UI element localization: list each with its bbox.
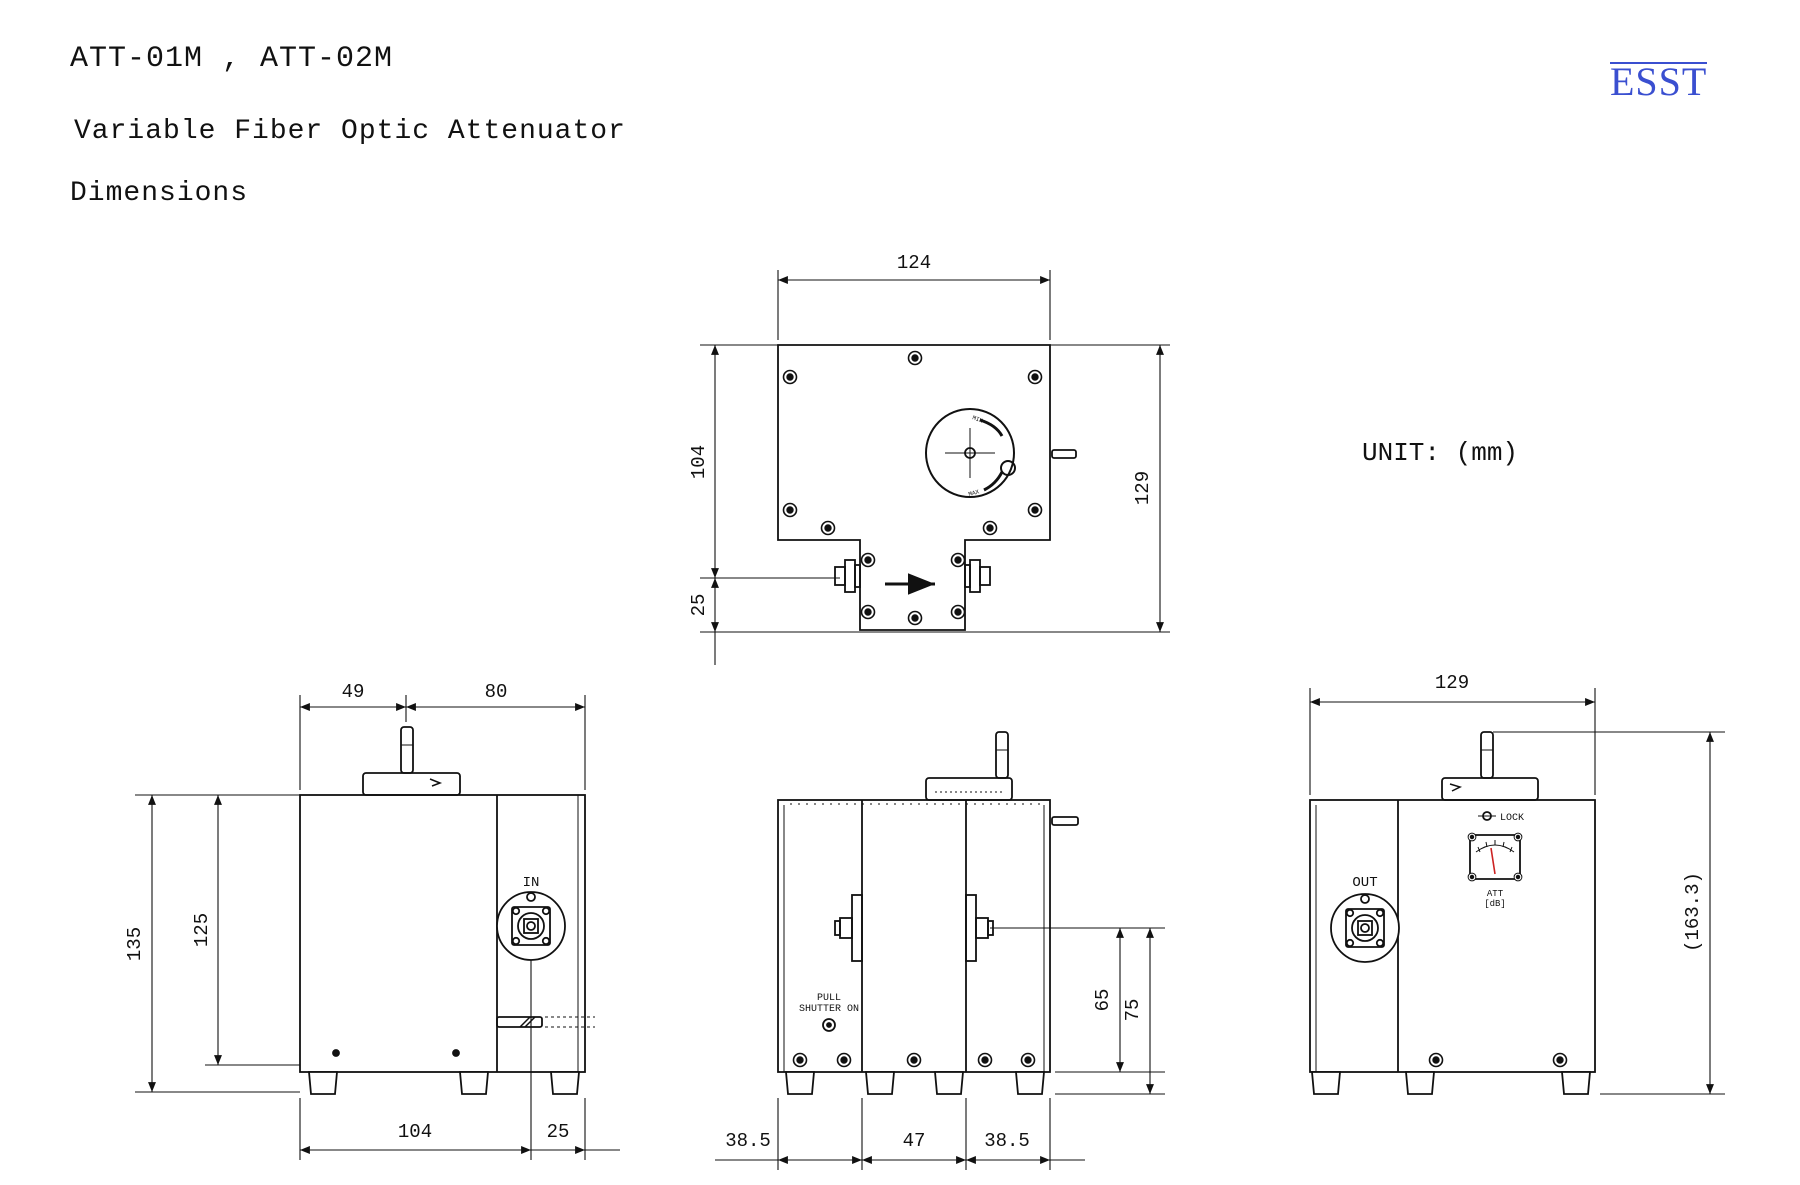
- output-connector-top: [964, 559, 991, 593]
- dim-front-w-mid: 47: [903, 1130, 926, 1152]
- dim-left-seg-b: 80: [485, 681, 508, 703]
- front-view-body: [777, 799, 1051, 1073]
- dial-mark-max: MAX: [968, 488, 981, 498]
- dim-left-height-body: 125: [191, 913, 213, 947]
- dim-top-tab-depth: 25: [688, 594, 710, 617]
- lock-label: LOCK: [1500, 813, 1524, 824]
- dim-front-h2: 75: [1122, 999, 1144, 1022]
- in-port-label: IN: [523, 875, 540, 891]
- left-view-lock-handle: [496, 1016, 595, 1028]
- meter-label-line2: [dB]: [1484, 899, 1506, 909]
- top-view-outline: [777, 344, 1051, 631]
- dim-left-base-a: 104: [398, 1121, 432, 1143]
- unit-label: UNIT: (mm): [1362, 438, 1519, 468]
- left-view: [135, 695, 620, 1160]
- dim-top-body-depth: 104: [688, 445, 710, 479]
- dim-front-h1: 65: [1092, 989, 1114, 1012]
- attenuation-dial: MIN MAX: [925, 408, 1016, 498]
- dim-left-base-b: 25: [547, 1121, 570, 1143]
- right-view: [1309, 688, 1725, 1095]
- front-view-knob-base: [925, 777, 1013, 801]
- lock-handle: [1051, 449, 1077, 459]
- page-subtitle: Variable Fiber Optic Attenuator: [74, 116, 626, 147]
- dim-top-width: 124: [897, 252, 931, 274]
- input-connector-top: [834, 559, 861, 593]
- left-view-shaft: [400, 726, 414, 774]
- dim-front-w-right: 38.5: [984, 1130, 1030, 1152]
- section-title: Dimensions: [70, 178, 249, 209]
- company-logo: ESST: [1610, 58, 1708, 105]
- dim-left-seg-a: 49: [342, 681, 365, 703]
- shutter-label-line2: SHUTTER ON: [799, 1004, 859, 1015]
- shutter-button: [822, 1018, 836, 1032]
- front-view: [715, 731, 1165, 1170]
- dim-left-height-total: 135: [124, 927, 146, 961]
- dim-right-height: (163.3): [1682, 872, 1704, 952]
- dim-top-total-depth: 129: [1132, 471, 1154, 505]
- right-view-shaft: [1480, 731, 1494, 779]
- out-port-label: OUT: [1352, 875, 1377, 891]
- out-connector: [1330, 893, 1400, 963]
- lock-indicator: [1478, 811, 1496, 821]
- att-meter: [1467, 832, 1523, 882]
- page-title: ATT-01M , ATT-02M: [70, 42, 394, 76]
- front-view-shaft: [995, 731, 1009, 779]
- front-connector-left: [834, 894, 863, 962]
- logo-text: ESST: [1610, 59, 1708, 104]
- shutter-label-line1: PULL: [817, 993, 841, 1004]
- top-view: MIN MAX: [700, 270, 1170, 665]
- dim-front-w-left: 38.5: [725, 1130, 771, 1152]
- meter-label-line1: ATT: [1487, 889, 1504, 899]
- in-connector: [496, 891, 566, 961]
- dim-right-width: 129: [1435, 672, 1469, 694]
- left-view-knob-base: [362, 772, 461, 796]
- dial-mark-min: MIN: [971, 414, 984, 424]
